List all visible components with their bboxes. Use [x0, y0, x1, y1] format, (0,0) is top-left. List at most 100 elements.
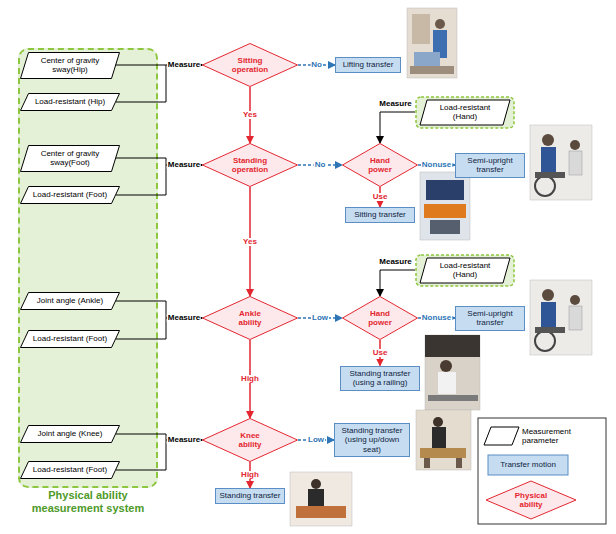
legend-label: Measurement parameter — [522, 427, 602, 445]
transfer-box: Sitting transfer — [345, 207, 415, 223]
dashed-frame — [416, 97, 514, 128]
node-label: Hand power — [365, 156, 395, 174]
transfer-box: Standing transfer (using a railing) — [340, 366, 420, 391]
diamond-shape — [203, 144, 298, 187]
parallelogram-shape — [21, 145, 120, 171]
decision-diamond: Hand power — [342, 143, 418, 187]
edge-label: No — [310, 61, 323, 69]
node-label: Knee ability — [228, 431, 272, 449]
node-label: Standing operation — [228, 156, 272, 174]
diamond-shape — [203, 419, 298, 462]
node-label: Load-resistant (Foot) — [32, 465, 108, 474]
node-label: Joint angle (Knee) — [32, 429, 108, 438]
photo-standing — [290, 472, 352, 526]
node-label: Joint angle (Ankle) — [32, 296, 108, 305]
parallelogram-shape — [21, 187, 120, 204]
measurement-parameter: Load-resistant (Foot) — [20, 330, 120, 348]
node-label: Lifting transfer — [339, 60, 397, 69]
photo-lifting — [407, 8, 457, 78]
photo-up-down-seat — [416, 410, 471, 470]
measurement-parameter: Center of gravity sway(Hip) — [20, 52, 120, 79]
legend-box — [488, 455, 568, 475]
measurement-band: Physical ability measurement systemCente… — [18, 48, 158, 488]
transfer-box: Lifting transfer — [335, 57, 401, 73]
edge-label: Low — [307, 436, 325, 444]
parallelogram-shape — [21, 94, 120, 111]
node-label: Load-resistant (Hand) — [429, 261, 501, 279]
edge-label: No — [314, 161, 327, 169]
transfer-box: Standing transfer (using up/down seat) — [334, 423, 410, 457]
decision-diamond: Knee ability — [202, 418, 298, 462]
edge-label: Yes — [242, 111, 258, 119]
measurement-parameter: Load-resistant (Hip) — [20, 93, 120, 111]
node-label: Load-resistant (Foot) — [32, 190, 108, 199]
edge-label: Measure — [167, 314, 201, 322]
legend-diamond — [486, 481, 576, 519]
node-label: Load-resistant (Foot) — [32, 334, 108, 343]
edge-label: Measure — [378, 100, 412, 108]
node-label: Semi-upright transfer — [459, 156, 521, 174]
diamond-shape — [203, 297, 298, 340]
legend-frame — [478, 418, 606, 524]
edge-label: Measure — [378, 258, 412, 266]
decision-diamond: Sitting operation — [202, 43, 298, 87]
measurement-parameter: Load-resistant (Hand) — [415, 254, 515, 287]
edge-label: Measure — [167, 161, 201, 169]
parallelogram-shape — [21, 293, 120, 310]
node-label: Load-resistant (Hand) — [429, 103, 501, 121]
measurement-parameter: Load-resistant (Foot) — [20, 186, 120, 204]
photo-semi-upright — [530, 125, 592, 200]
decision-diamond: Hand power — [342, 296, 418, 340]
edge-label: Measure — [167, 436, 201, 444]
band-label: Physical ability measurement system — [20, 489, 156, 514]
node-label: Standing transfer (using a railing) — [344, 369, 416, 387]
node-label: Hand power — [365, 309, 395, 327]
diamond-shape — [343, 144, 418, 187]
edge-label: High — [240, 375, 260, 383]
node-label: Standing transfer — [219, 491, 281, 500]
transfer-box: Standing transfer — [215, 488, 285, 504]
node-label: Sitting transfer — [349, 210, 411, 219]
diamond-shape — [203, 44, 298, 87]
measurement-parameter: Joint angle (Ankle) — [20, 292, 120, 310]
node-label: Standing transfer (using up/down seat) — [338, 426, 406, 454]
transfer-box: Semi-upright transfer — [455, 306, 525, 331]
edge-label: Measure — [167, 61, 201, 69]
legend-parallelogram — [484, 427, 519, 445]
parallelogram-shape — [420, 258, 510, 283]
transfer-box: Semi-upright transfer — [455, 153, 525, 178]
edge-label: Low — [311, 314, 329, 322]
legend-label: Physical ability — [509, 491, 553, 509]
edge-label: High — [240, 471, 260, 479]
measurement-parameter: Joint angle (Knee) — [20, 425, 120, 443]
node-label: Center of gravity sway(Hip) — [32, 56, 108, 74]
parallelogram-shape — [21, 426, 120, 443]
node-label: Ankle ability — [228, 309, 272, 327]
edge-label: Nonuse — [421, 161, 452, 169]
connector — [380, 112, 415, 143]
diamond-shape — [343, 297, 418, 340]
legend-label: Transfer motion — [490, 460, 566, 469]
connector — [380, 270, 415, 296]
photo-railing — [425, 335, 480, 410]
decision-diamond: Ankle ability — [202, 296, 298, 340]
measurement-parameter: Center of gravity sway(Foot) — [20, 145, 120, 172]
dashed-frame — [416, 255, 514, 286]
parallelogram-shape — [21, 462, 120, 479]
edge-label: Nonuse — [421, 314, 452, 322]
node-label: Sitting operation — [228, 56, 272, 74]
photo-semi-upright — [530, 280, 592, 355]
parallelogram-shape — [21, 331, 120, 348]
parallelogram-shape — [420, 100, 510, 125]
edge-label: Yes — [242, 238, 258, 246]
node-label: Center of gravity sway(Foot) — [32, 149, 108, 167]
edge-label: Use — [372, 193, 389, 201]
photo-sitting — [420, 172, 470, 240]
edge-label: Use — [372, 349, 389, 357]
parallelogram-shape — [21, 52, 120, 78]
decision-diamond: Standing operation — [202, 143, 298, 187]
node-label: Load-resistant (Hip) — [32, 97, 108, 106]
measurement-parameter: Load-resistant (Foot) — [20, 461, 120, 479]
node-label: Semi-upright transfer — [459, 309, 521, 327]
